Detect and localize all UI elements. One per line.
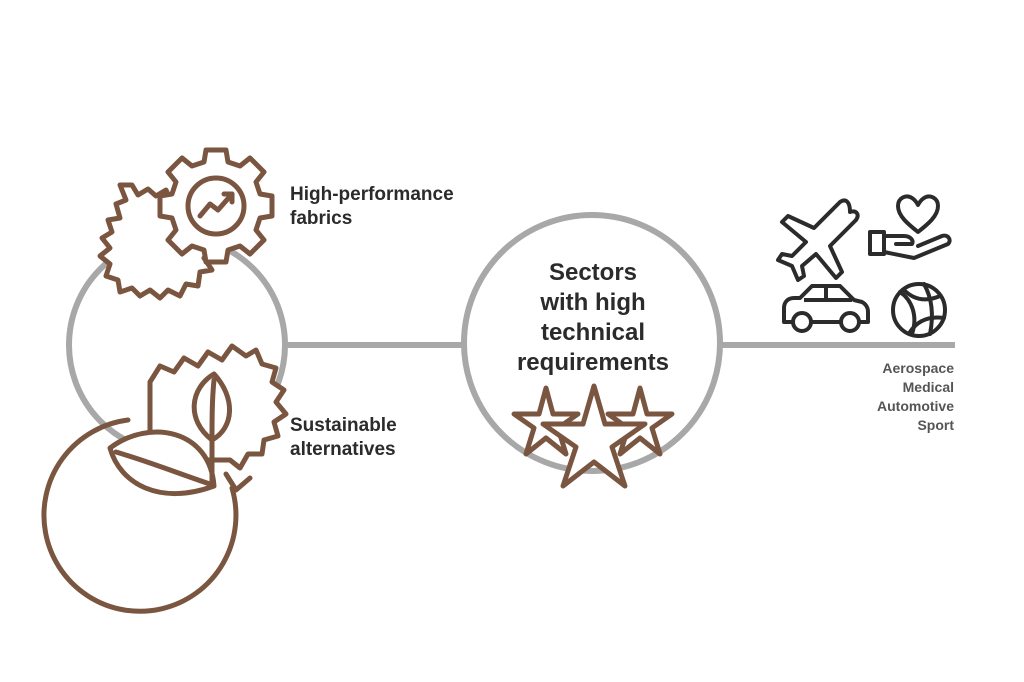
center-node-title: Sectors with high technical requirements bbox=[478, 258, 708, 378]
gear-chart-icon bbox=[97, 147, 275, 301]
ball-icon bbox=[891, 282, 947, 338]
label-line: High-performance bbox=[290, 184, 454, 205]
gear-leaf-cycle-icon bbox=[41, 343, 289, 614]
heart-hand-icon bbox=[868, 194, 952, 260]
title-line: with high bbox=[540, 289, 646, 316]
title-line: Sectors bbox=[548, 259, 638, 286]
sector-item-automotive: Automotive bbox=[877, 398, 954, 414]
sector-item-medical: Medical bbox=[902, 379, 954, 395]
title-line: requirements bbox=[516, 349, 670, 376]
label-line: fabrics bbox=[290, 208, 353, 229]
high-performance-fabrics-label: High-performance fabrics bbox=[290, 183, 454, 231]
title-line: technical bbox=[540, 319, 646, 346]
sector-item-aerospace: Aerospace bbox=[882, 360, 954, 376]
sector-item-sport: Sport bbox=[917, 417, 954, 433]
label-line: Sustainable bbox=[290, 415, 397, 436]
car-icon bbox=[782, 284, 870, 333]
label-line: alternatives bbox=[290, 439, 396, 460]
airplane-icon bbox=[776, 198, 860, 282]
sectors-list: Aerospace Medical Automotive Sport bbox=[820, 359, 954, 435]
three-stars-icon bbox=[511, 383, 675, 489]
center-circle bbox=[461, 212, 723, 474]
sustainable-alternatives-label: Sustainable alternatives bbox=[290, 414, 397, 462]
